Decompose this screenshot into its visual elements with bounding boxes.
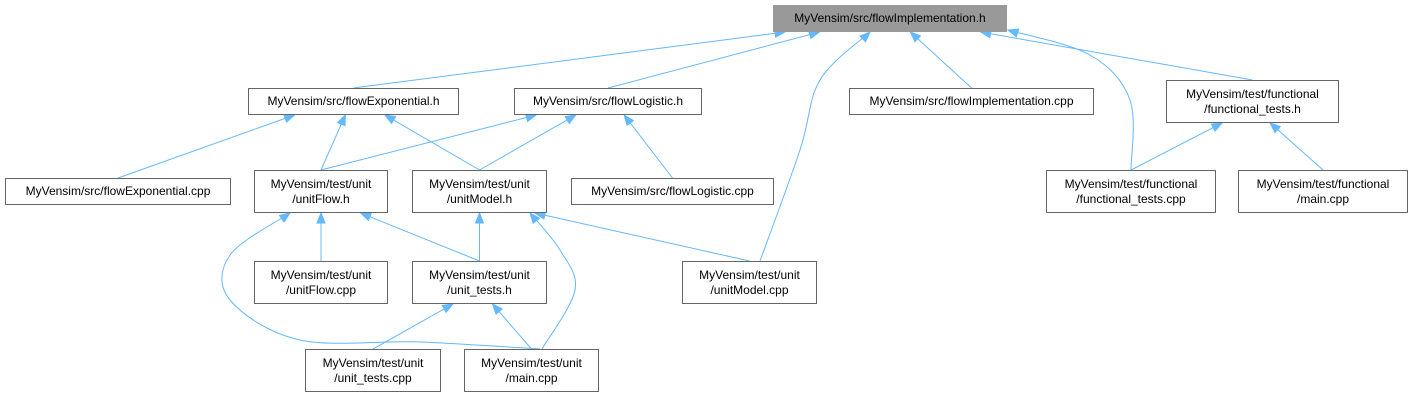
dependency-arrowhead <box>278 212 292 223</box>
node-label-line: MyVensim/test/unit <box>270 176 372 191</box>
dependency-arrowhead <box>359 212 373 222</box>
node-functional-main-cpp[interactable]: MyVensim/test/functional /main.cpp <box>1238 170 1408 213</box>
dependency-edge-unitFlow_h-to-flowLogistic_h <box>320 114 537 171</box>
dependency-arrowhead <box>623 113 635 127</box>
node-label-line: MyVensim/src/flowImplementation.h <box>794 11 986 25</box>
node-label-line: MyVensim/test/unit <box>429 267 530 282</box>
dependency-arrowhead <box>1269 122 1282 134</box>
node-label-line: /unit_tests.cpp <box>334 370 412 385</box>
node-unitModel-h[interactable]: MyVensim/test/unit /unitModel.h <box>412 170 547 213</box>
dependency-arrowhead <box>909 31 922 43</box>
node-unitFlow-cpp[interactable]: MyVensim/test/unit /unitFlow.cpp <box>254 261 388 304</box>
node-label-line: MyVensim/test/unit <box>429 176 530 191</box>
dependency-edge-flowImplementation_cpp-to-root <box>910 31 972 89</box>
dependency-arrowhead <box>564 114 578 125</box>
node-label-line: /unitFlow.h <box>292 191 350 206</box>
node-label-line: /unitModel.h <box>446 191 513 206</box>
node-flowExponential-h[interactable]: MyVensim/src/flowExponential.h <box>248 88 459 115</box>
dependency-edge-functional_tests_cpp-to-functional_tests_h <box>1130 122 1223 171</box>
dependency-edge-unit_tests_h-to-unitFlow_h <box>360 212 480 262</box>
node-flowLogistic-h[interactable]: MyVensim/src/flowLogistic.h <box>514 88 702 115</box>
dependency-arrowhead <box>316 211 326 224</box>
node-label-line: MyVensim/test/unit <box>699 267 800 282</box>
node-flowExponential-cpp[interactable]: MyVensim/src/flowExponential.cpp <box>5 178 231 205</box>
node-label-line: MyVensim/test/unit <box>481 355 582 370</box>
dependency-edge-flowExponential_h-to-root <box>353 31 786 89</box>
dependency-edge-unitModel_h-to-flowExponential_h <box>384 114 480 171</box>
node-unit-tests-cpp[interactable]: MyVensim/test/unit /unit_tests.cpp <box>305 349 441 392</box>
node-label-line: MyVensim/test/functional <box>1186 86 1319 101</box>
dependency-edge-unit_main_cpp-to-unitFlow_h <box>221 212 541 350</box>
dependency-arrowhead <box>283 114 296 123</box>
node-label-line: /unit_tests.h <box>447 282 512 297</box>
dependency-arrowhead <box>859 31 871 43</box>
dependency-arrowhead <box>383 114 397 125</box>
dependency-arrowhead <box>336 113 346 127</box>
node-functional-tests-cpp[interactable]: MyVensim/test/functional /functional_tes… <box>1046 170 1216 213</box>
node-label-line: /unitFlow.cpp <box>285 282 357 297</box>
node-label-line: /functional_tests.h <box>1204 101 1301 116</box>
dependency-arrowhead <box>529 211 541 225</box>
dependency-edge-functional_tests_cpp-to-root <box>1007 29 1134 171</box>
node-label-line: MyVensim/src/flowExponential.cpp <box>25 184 211 198</box>
dependency-arrowhead <box>491 302 503 316</box>
dependency-edge-functional_tests_h-to-root <box>980 31 1253 81</box>
dependency-arrowhead <box>441 303 455 314</box>
node-unitModel-cpp[interactable]: MyVensim/test/unit /unitModel.cpp <box>682 261 817 304</box>
node-label-line: MyVensim/src/flowExponential.h <box>267 94 440 108</box>
node-flowImplementation-h[interactable]: MyVensim/src/flowImplementation.h <box>773 5 1007 32</box>
node-label-line: MyVensim/src/flowLogistic.h <box>532 94 684 108</box>
node-label-line: MyVensim/src/flowLogistic.cpp <box>591 184 754 198</box>
dependency-edge-unitModel_cpp-to-root <box>759 31 871 262</box>
node-unitFlow-h[interactable]: MyVensim/test/unit /unitFlow.h <box>254 170 388 213</box>
dependency-edge-flowLogistic_h-to-root <box>607 31 820 89</box>
dependency-edge-flowExponential_cpp-to-flowExponential_h <box>117 114 295 179</box>
node-flowImplementation-cpp[interactable]: MyVensim/src/flowImplementation.cpp <box>849 88 1094 115</box>
node-label-line: MyVensim/test/unit <box>322 355 424 370</box>
dependency-edge-unitModel_h-to-flowLogistic_h <box>479 114 577 171</box>
node-label-line: /unitModel.cpp <box>710 282 789 297</box>
node-unit-main-cpp[interactable]: MyVensim/test/unit /main.cpp <box>464 349 599 392</box>
dependency-arrowhead <box>1210 122 1224 133</box>
node-label-line: MyVensim/test/functional <box>1064 176 1198 191</box>
node-label-line: MyVensim/test/functional <box>1256 176 1390 191</box>
dependency-edge-flowLogistic_cpp-to-flowLogistic_h <box>623 114 673 179</box>
node-flowLogistic-cpp[interactable]: MyVensim/src/flowLogistic.cpp <box>571 178 774 205</box>
node-label-line: /main.cpp <box>505 370 558 385</box>
dependency-edge-unit_tests_cpp-to-unit_tests_h <box>372 303 454 350</box>
node-label-line: /functional_tests.cpp <box>1076 191 1186 206</box>
dependency-arrowhead <box>474 211 485 224</box>
node-label-line: /main.cpp <box>1296 191 1350 206</box>
node-unit-tests-h[interactable]: MyVensim/test/unit /unit_tests.h <box>412 261 547 304</box>
node-functional-tests-h[interactable]: MyVensim/test/functional /functional_tes… <box>1166 80 1339 123</box>
dependency-edge-unitModel_cpp-to-unitModel_h <box>534 212 750 262</box>
dependency-edge-functional_main_cpp-to-functional_tests_h <box>1269 122 1324 171</box>
dependency-arrowhead <box>1006 28 1020 38</box>
node-label-line: MyVensim/src/flowImplementation.cpp <box>869 94 1074 108</box>
dependency-edge-unit_main_cpp-to-unitModel_h <box>529 212 577 350</box>
node-label-line: MyVensim/test/unit <box>270 267 372 282</box>
